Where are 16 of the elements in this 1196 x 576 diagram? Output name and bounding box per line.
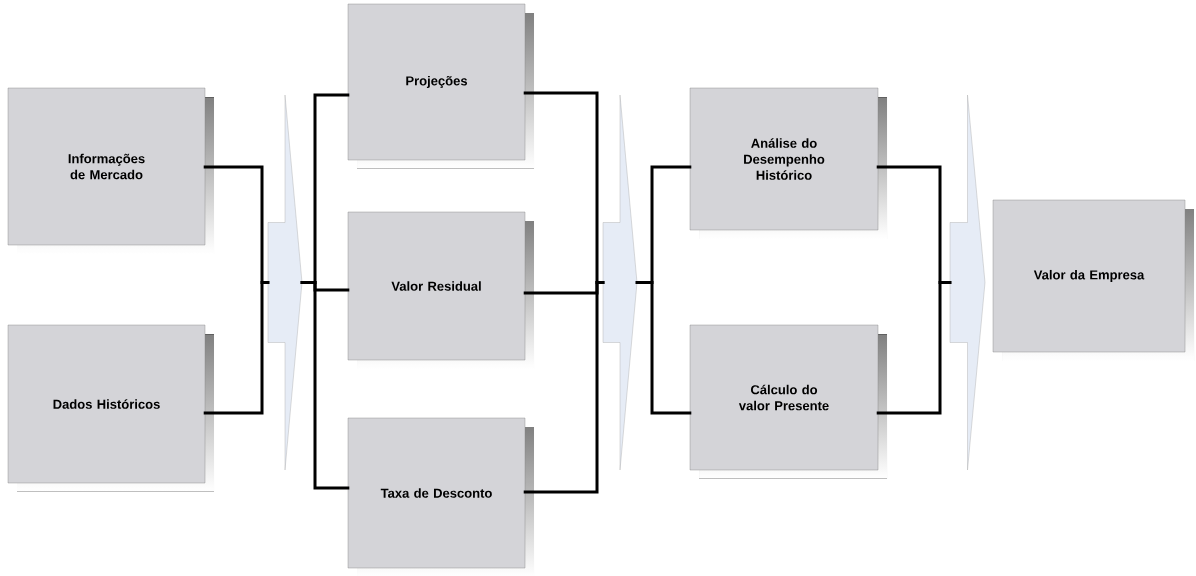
process-box: Valor da Empresa (992, 199, 1194, 361)
connector-line (876, 281, 952, 415)
connector-line (523, 281, 605, 494)
connector-line (300, 281, 350, 490)
process-box: Projeções (347, 3, 534, 169)
process-box: Análise do Desempenho Histórico (689, 87, 887, 239)
chevron-arrow (602, 94, 638, 471)
process-box: Taxa de Desconto (347, 417, 534, 576)
process-box: Informações de Mercado (7, 87, 214, 254)
process-box: Valor Residual (347, 211, 534, 369)
process-box: Dados Históricos (7, 324, 214, 492)
process-box: Cálculo do valor Presente (689, 324, 887, 479)
connector-line (203, 281, 270, 415)
chevron-arrow (949, 94, 986, 471)
connector-line (635, 281, 692, 415)
chevron-arrow (267, 94, 303, 471)
